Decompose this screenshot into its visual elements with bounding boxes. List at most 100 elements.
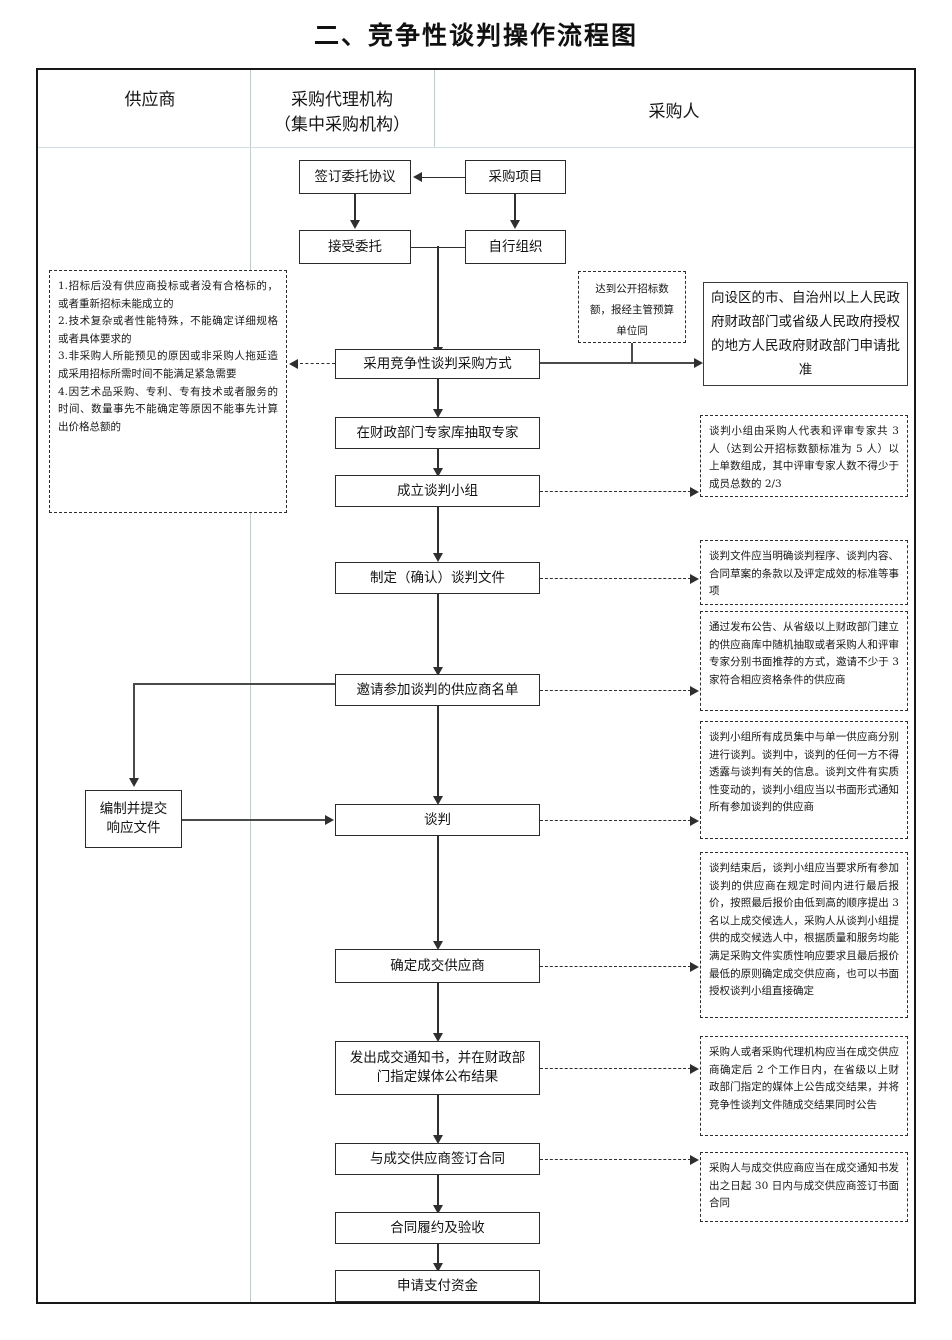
note-open-tender-amount-text: 达到公开招标数额，报经主管预算单位同: [590, 283, 674, 337]
box-apply-approval[interactable]: 向设区的市、自治州以上人民政府财政部门或省级人民政府授权的地方人民政府财政部门申…: [703, 282, 908, 386]
dashed-connector-negotiate: [540, 820, 691, 821]
box-negotiate-label: 谈判: [424, 811, 451, 828]
note-negotiation-rule-text: 谈判小组所有成员集中与单一供应商分别进行谈判。谈判中，谈判的任何一方不得透露与谈…: [709, 731, 899, 814]
connector-supplier-to-negotiate: [182, 819, 326, 821]
note-contract-30days-text: 采购人与成交供应商应当在成交通知书发出之日起 30 日内与成交供应商签订书面合同: [709, 1162, 899, 1210]
note-conditions: 1.招标后没有供应商投标或者没有合格标的，或者重新招标未能成立的 2.技术复杂或…: [49, 270, 287, 513]
note-contract-30days: 采购人与成交供应商应当在成交通知书发出之日起 30 日内与成交供应商签订书面合同: [700, 1152, 908, 1222]
column-header-agency-line2: （集中采购机构）: [274, 115, 410, 135]
note-conditions-item-3: 3.非采购人所能预见的原因或非采购人拖延造成采用招标所需时间不能满足紧急需要: [58, 350, 278, 380]
box-invite-list-label: 邀请参加谈判的供应商名单: [356, 681, 519, 698]
arrowhead-notice-to-contract: [432, 1135, 443, 1144]
box-prepare-response-line1: 编制并提交: [99, 801, 168, 817]
box-notice-publish-line2: 门指定媒体公布结果: [376, 1069, 499, 1085]
arrowhead-invite-to-supplier: [128, 778, 139, 787]
arrowhead-invite-to-negotiate: [432, 796, 443, 805]
column-divider-1: [250, 70, 251, 1302]
box-make-docs-label: 制定（确认）谈判文件: [370, 569, 505, 586]
box-adopt-method[interactable]: 采用竞争性谈判采购方式: [335, 349, 540, 379]
box-accept-entrust-label: 接受委托: [328, 238, 382, 255]
box-invite-list[interactable]: 邀请参加谈判的供应商名单: [335, 674, 540, 706]
note-invite-method-text: 通过发布公告、从省级以上财政部门建立的供应商库中随机抽取或者采购人和评审专家分别…: [709, 621, 899, 686]
arrowhead-note-determine: [690, 961, 699, 972]
box-prepare-response-line2: 响应文件: [106, 820, 161, 836]
connector-docs-to-invite: [437, 594, 439, 670]
box-determine-supplier[interactable]: 确定成交供应商: [335, 949, 540, 983]
dashed-connector-notice: [540, 1068, 691, 1069]
box-determine-supplier-label: 确定成交供应商: [390, 957, 485, 974]
connector-invite-to-supplier-h: [133, 683, 335, 685]
connector-perform-to-payment: [437, 1244, 439, 1266]
note-final-quote-text: 谈判结束后，谈判小组应当要求所有参加谈判的供应商在规定时间内进行最后报价，按照最…: [709, 862, 899, 998]
arrowhead-group-to-docs: [432, 553, 443, 562]
connector-project-to-self: [514, 194, 516, 221]
connector-contract-to-perform: [437, 1175, 439, 1207]
column-header-purchaser-label: 采购人: [648, 102, 700, 122]
connector-draw-to-group: [437, 449, 439, 471]
note-group-composition-text: 谈判小组由采购人代表和评审专家共 3 人（达到公开招标数额标准为 5 人）以上单…: [709, 425, 899, 490]
box-purchase-project[interactable]: 采购项目: [465, 160, 566, 194]
arrowhead-supplier-to-negotiate: [325, 814, 334, 825]
connector-determine-to-notice: [437, 983, 439, 1035]
arrowhead-project-to-self: [509, 220, 520, 229]
connector-group-to-docs: [437, 507, 439, 555]
note-doc-content: 谈判文件应当明确谈判程序、谈判内容、合同草案的条款以及评定成效的标准等事项: [700, 540, 908, 605]
box-sign-contract-label: 与成交供应商签订合同: [370, 1150, 505, 1167]
arrowhead-note-negotiate: [690, 815, 699, 826]
column-header-agency-line1: 采购代理机构: [291, 90, 393, 110]
column-header-supplier-label: 供应商: [124, 90, 176, 110]
arrowhead-perform-to-payment: [432, 1263, 443, 1272]
box-draw-experts-label: 在财政部门专家库抽取专家: [356, 424, 519, 441]
arrowhead-project-to-entrust: [413, 172, 422, 182]
note-doc-content-text: 谈判文件应当明确谈判程序、谈判内容、合同草案的条款以及评定成效的标准等事项: [709, 550, 899, 598]
box-adopt-method-label: 采用竞争性谈判采购方式: [363, 355, 512, 372]
column-header-purchaser: 采购人: [436, 100, 912, 125]
arrowhead-entrust-to-accept: [349, 220, 360, 229]
arrowhead-docs-to-invite: [432, 667, 443, 676]
box-perform-accept[interactable]: 合同履约及验收: [335, 1212, 540, 1244]
box-apply-payment-label: 申请支付资金: [397, 1277, 478, 1294]
box-sign-contract[interactable]: 与成交供应商签订合同: [335, 1143, 540, 1175]
box-form-group[interactable]: 成立谈判小组: [335, 475, 540, 507]
column-header-agency: 采购代理机构 （集中采购机构）: [252, 88, 432, 138]
column-header-supplier: 供应商: [60, 88, 240, 113]
dashed-connector-docs: [540, 578, 691, 579]
box-apply-payment[interactable]: 申请支付资金: [335, 1270, 540, 1302]
box-sign-entrust[interactable]: 签订委托协议: [299, 160, 411, 194]
box-sign-entrust-label: 签订委托协议: [314, 168, 396, 185]
connector-invite-to-negotiate: [437, 706, 439, 798]
dashed-connector-adopt-to-conditions: [300, 363, 335, 364]
connector-negotiate-to-determine: [437, 836, 439, 943]
connector-project-to-entrust: [422, 176, 465, 179]
note-group-composition: 谈判小组由采购人代表和评审专家共 3 人（达到公开招标数额标准为 5 人）以上单…: [700, 415, 908, 497]
note-invite-method: 通过发布公告、从省级以上财政部门建立的供应商库中随机抽取或者采购人和评审专家分别…: [700, 611, 908, 711]
connector-notice-to-contract: [437, 1095, 439, 1137]
box-draw-experts[interactable]: 在财政部门专家库抽取专家: [335, 417, 540, 449]
page-title: 二、竞争性谈判操作流程图: [313, 21, 638, 50]
arrowhead-draw-to-group: [432, 468, 443, 477]
arrowhead-note-invite: [690, 685, 699, 696]
connector-amount-note-down: [631, 343, 633, 363]
box-apply-approval-label: 向设区的市、自治州以上人民政府财政部门或省级人民政府授权的地方人民政府财政部门申…: [711, 290, 900, 378]
note-open-tender-amount: 达到公开招标数额，报经主管预算单位同: [578, 271, 686, 343]
arrowhead-note-docs: [690, 573, 699, 584]
box-form-group-label: 成立谈判小组: [397, 482, 478, 499]
box-prepare-response[interactable]: 编制并提交 响应文件: [85, 790, 182, 848]
note-publish-result: 采购人或者采购代理机构应当在成交供应商确定后 2 个工作日内，在省级以上财政部门…: [700, 1036, 908, 1136]
box-notice-publish[interactable]: 发出成交通知书，并在财政部 门指定媒体公布结果: [335, 1041, 540, 1095]
arrowhead-adopt-to-conditions: [289, 358, 298, 369]
connector-merge-vertical: [437, 246, 439, 349]
box-make-docs[interactable]: 制定（确认）谈判文件: [335, 562, 540, 594]
dashed-connector-contract: [540, 1159, 691, 1160]
note-conditions-item-4: 4.因艺术品采购、专利、专有技术或者服务的时间、数量事先不能确定等原因不能事先计…: [58, 385, 278, 433]
box-negotiate[interactable]: 谈判: [335, 804, 540, 836]
connector-entrust-to-accept: [354, 194, 356, 221]
note-publish-result-text: 采购人或者采购代理机构应当在成交供应商确定后 2 个工作日内，在省级以上财政部门…: [709, 1046, 899, 1111]
box-self-organize[interactable]: 自行组织: [465, 230, 566, 264]
connector-adopt-to-approval: [540, 362, 696, 364]
dashed-connector-group: [540, 491, 691, 492]
box-accept-entrust[interactable]: 接受委托: [299, 230, 411, 264]
note-final-quote: 谈判结束后，谈判小组应当要求所有参加谈判的供应商在规定时间内进行最后报价，按照最…: [700, 852, 908, 1018]
note-conditions-item-1: 1.招标后没有供应商投标或者没有合格标的，或者重新招标未能成立的: [58, 280, 278, 310]
